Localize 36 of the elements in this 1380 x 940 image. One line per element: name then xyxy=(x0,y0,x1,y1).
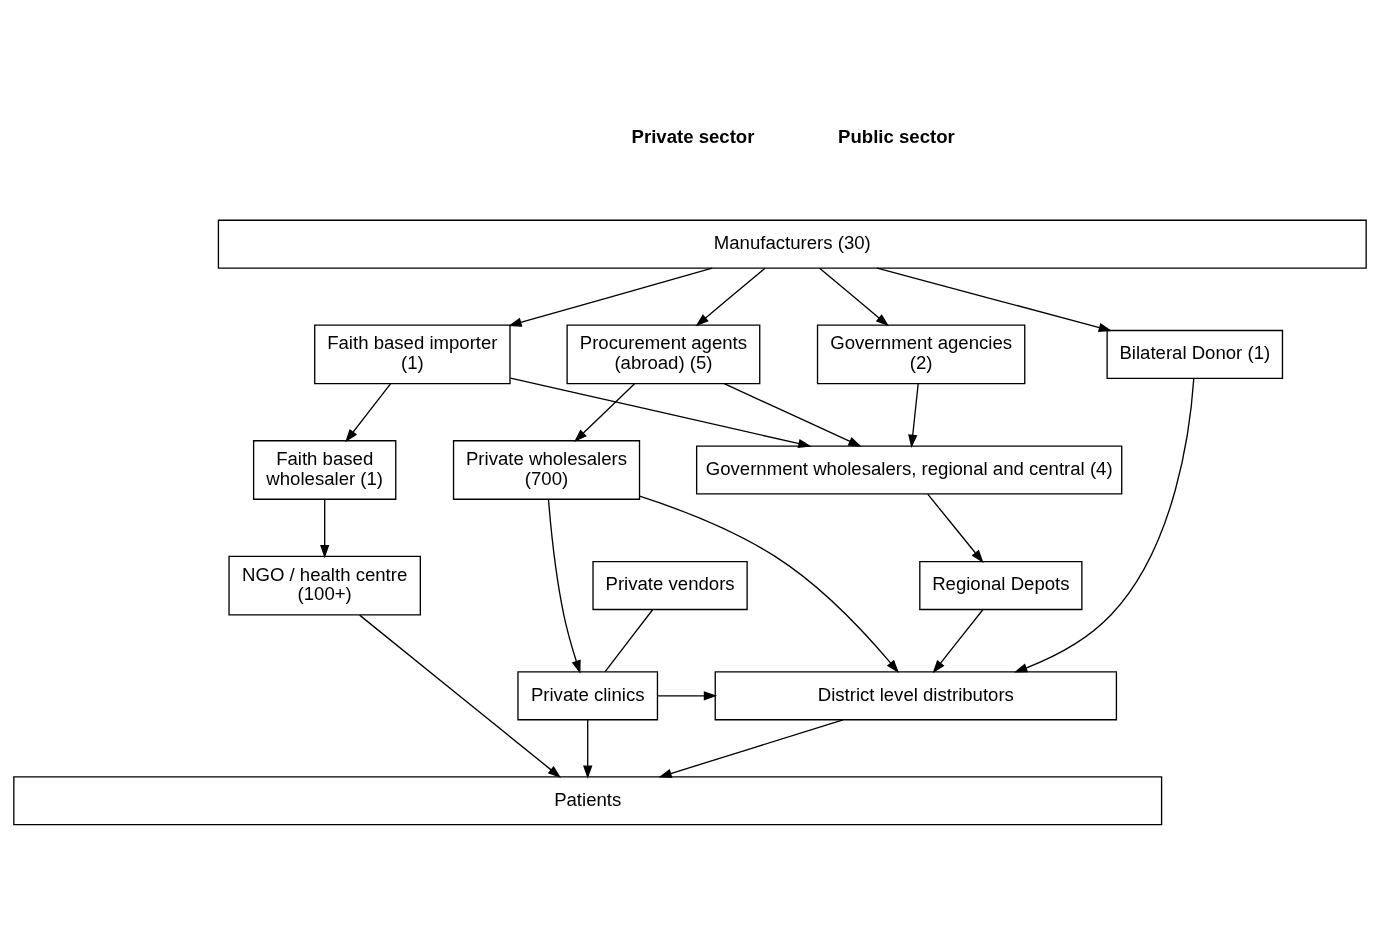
label: Private sector xyxy=(631,125,755,147)
node-box: Faith based importer (1) xyxy=(314,324,511,385)
arrow xyxy=(509,377,812,449)
arrow xyxy=(932,609,984,674)
arrow xyxy=(818,267,889,327)
label: Public sector xyxy=(838,125,955,147)
connector xyxy=(604,609,654,673)
arrow xyxy=(695,267,766,327)
node-box: Faith based wholesaler (1) xyxy=(252,440,397,500)
node-box: Bilateral Donor (1) xyxy=(1106,329,1284,379)
node-box: Government wholesalers, regional and central (4) xyxy=(695,445,1123,495)
arrow xyxy=(1014,377,1195,673)
arrow xyxy=(638,495,899,673)
arrow xyxy=(723,383,862,447)
node-box: NGO / health centre (100+) xyxy=(228,555,421,616)
arrow xyxy=(927,493,984,563)
node-box: Private vendors xyxy=(592,561,748,611)
arrow xyxy=(574,383,636,443)
arrow xyxy=(908,383,919,448)
node-box: Procurement agents (abroad) (5) xyxy=(566,324,761,385)
node-box: District level distributors xyxy=(714,671,1118,721)
arrow xyxy=(345,383,392,443)
node-box: Private clinics xyxy=(517,671,659,721)
node-box: Government agencies (2) xyxy=(816,324,1026,385)
node-box: Patients xyxy=(13,776,1163,826)
node-box: Private wholesalers (700) xyxy=(452,440,641,500)
arrow xyxy=(656,691,718,701)
arrow xyxy=(583,719,593,779)
arrow xyxy=(358,614,562,778)
node-box: Regional Depots xyxy=(919,561,1083,611)
arrow xyxy=(876,267,1112,333)
arrow xyxy=(508,267,713,327)
arrow xyxy=(320,498,330,559)
arrow xyxy=(547,498,581,674)
node-box: Manufacturers (30) xyxy=(217,219,1367,269)
arrow xyxy=(658,719,844,778)
